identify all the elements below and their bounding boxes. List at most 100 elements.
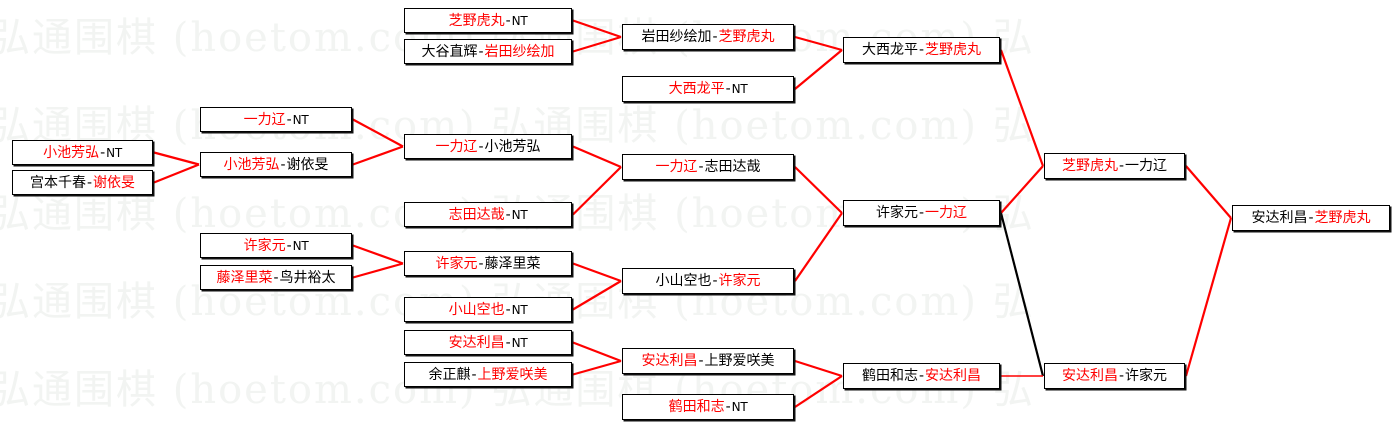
match-box[interactable]: 小池芳弘-NT bbox=[12, 140, 153, 165]
vs-separator: - bbox=[471, 366, 477, 383]
connector-line bbox=[794, 166, 843, 214]
player-right-nt: NT bbox=[106, 145, 122, 160]
match-box[interactable]: 大谷直辉-岩田纱绘加 bbox=[404, 39, 572, 64]
player-right: 芝野虎丸 bbox=[1314, 210, 1371, 226]
connector-line bbox=[572, 341, 622, 363]
player-right: 芝野虎丸 bbox=[925, 42, 982, 58]
player-left: 许家元 bbox=[875, 205, 918, 221]
player-left: 小池芳弘 bbox=[43, 144, 100, 161]
player-right: 谢依旻 bbox=[93, 174, 136, 191]
player-right: 许家元 bbox=[718, 273, 761, 289]
match-box[interactable]: 余正麒-上野爱咲美 bbox=[404, 362, 572, 387]
connector-line bbox=[572, 35, 622, 53]
match-box[interactable]: 芝野虎丸-NT bbox=[404, 8, 572, 33]
connector-line bbox=[1184, 217, 1233, 377]
match-box[interactable]: 志田达哉-NT bbox=[404, 202, 572, 227]
match-box[interactable]: 一力辽-NT bbox=[200, 107, 352, 132]
connector-line bbox=[999, 212, 1045, 377]
vs-separator: - bbox=[712, 29, 718, 45]
match-box[interactable]: 安达利昌-NT bbox=[404, 330, 572, 355]
player-right: 芝野虎丸 bbox=[718, 29, 775, 45]
player-right-nt: NT bbox=[731, 400, 748, 414]
player-left: 岩田纱绘加 bbox=[641, 29, 712, 45]
match-box[interactable]: 鹤田和志-NT bbox=[622, 394, 794, 420]
vs-separator: - bbox=[478, 255, 484, 272]
connector-line bbox=[572, 359, 622, 376]
connector-line bbox=[1185, 165, 1232, 219]
connector-line bbox=[153, 163, 200, 184]
player-right: 安达利昌 bbox=[925, 368, 982, 384]
match-box[interactable]: 一力辽-志田达哉 bbox=[622, 154, 794, 180]
match-box[interactable]: 大西龙平-芝野虎丸 bbox=[843, 37, 1000, 63]
player-left: 一力辽 bbox=[243, 111, 286, 128]
vs-separator: - bbox=[286, 237, 292, 254]
vs-separator: - bbox=[100, 144, 106, 161]
player-left: 大谷直辉 bbox=[421, 43, 478, 60]
vs-separator: - bbox=[86, 174, 93, 191]
player-right-nt: NT bbox=[292, 112, 309, 127]
match-box[interactable]: 小山空也-许家元 bbox=[622, 268, 794, 294]
vs-separator: - bbox=[478, 43, 484, 60]
connector-line bbox=[572, 280, 622, 311]
player-right: 谢依旻 bbox=[286, 156, 329, 173]
vs-separator: - bbox=[280, 156, 286, 173]
connector-line bbox=[352, 145, 404, 166]
player-right-nt: NT bbox=[511, 302, 528, 317]
connector-line bbox=[794, 49, 843, 90]
player-left: 芝野虎丸 bbox=[1061, 158, 1118, 174]
match-box[interactable]: 大西龙平-NT bbox=[622, 76, 794, 102]
match-box[interactable]: 许家元-一力辽 bbox=[843, 200, 1000, 226]
player-left: 许家元 bbox=[243, 237, 286, 254]
vs-separator: - bbox=[918, 42, 925, 58]
player-right-nt: NT bbox=[511, 207, 528, 222]
vs-separator: - bbox=[725, 81, 731, 97]
connector-line bbox=[794, 375, 843, 408]
match-box[interactable]: 藤泽里菜-鸟井裕太 bbox=[200, 265, 352, 290]
connector-line bbox=[794, 35, 843, 52]
match-box[interactable]: 小池芳弘-谢依旻 bbox=[200, 152, 352, 177]
vs-separator: - bbox=[505, 334, 511, 351]
vs-separator: - bbox=[712, 273, 718, 289]
player-left: 大西龙平 bbox=[668, 81, 725, 97]
player-left: 藤泽里菜 bbox=[216, 269, 273, 286]
match-box[interactable]: 岩田纱绘加-芝野虎丸 bbox=[622, 24, 794, 50]
match-box[interactable]: 芝野虎丸-一力辽 bbox=[1044, 153, 1185, 179]
connector-line bbox=[794, 359, 843, 378]
vs-separator: - bbox=[1118, 158, 1125, 174]
player-left: 小池芳弘 bbox=[223, 156, 280, 173]
player-right: 一力辽 bbox=[925, 205, 968, 221]
match-box[interactable]: 安达利昌-上野爱咲美 bbox=[622, 348, 794, 374]
connector-line bbox=[794, 212, 843, 282]
vs-separator: - bbox=[286, 111, 292, 128]
player-left: 安达利昌 bbox=[1061, 368, 1118, 384]
player-left: 小山空也 bbox=[448, 301, 505, 318]
connector-line bbox=[352, 244, 404, 265]
player-right: 鸟井裕太 bbox=[279, 269, 336, 286]
match-box[interactable]: 一力辽-小池芳弘 bbox=[404, 134, 572, 159]
player-right: 许家元 bbox=[1125, 368, 1168, 384]
connector-line bbox=[352, 262, 404, 279]
connector-line bbox=[572, 145, 622, 169]
vs-separator: - bbox=[478, 138, 484, 155]
match-box[interactable]: 小山空也-NT bbox=[404, 297, 572, 322]
vs-separator: - bbox=[698, 159, 704, 175]
player-right: 岩田纱绘加 bbox=[484, 43, 555, 60]
connector-line bbox=[572, 262, 622, 283]
match-box[interactable]: 鹤田和志-安达利昌 bbox=[843, 363, 1000, 389]
player-left: 许家元 bbox=[435, 255, 478, 272]
player-right-nt: NT bbox=[511, 13, 528, 28]
match-box[interactable]: 宫本千春-谢依旻 bbox=[12, 170, 153, 195]
player-right-nt: NT bbox=[731, 82, 748, 96]
player-right: 一力辽 bbox=[1125, 158, 1168, 174]
player-left: 芝野虎丸 bbox=[448, 12, 505, 29]
player-left: 安达利昌 bbox=[641, 353, 698, 369]
player-right: 上野爱咲美 bbox=[477, 366, 548, 383]
vs-separator: - bbox=[273, 269, 279, 286]
match-box[interactable]: 安达利昌-芝野虎丸 bbox=[1232, 205, 1390, 231]
match-box[interactable]: 许家元-NT bbox=[200, 233, 352, 258]
match-box[interactable]: 安达利昌-许家元 bbox=[1044, 363, 1185, 389]
vs-separator: - bbox=[918, 205, 925, 221]
player-left: 余正麒 bbox=[428, 366, 471, 383]
match-box[interactable]: 许家元-藤泽里菜 bbox=[404, 251, 572, 276]
